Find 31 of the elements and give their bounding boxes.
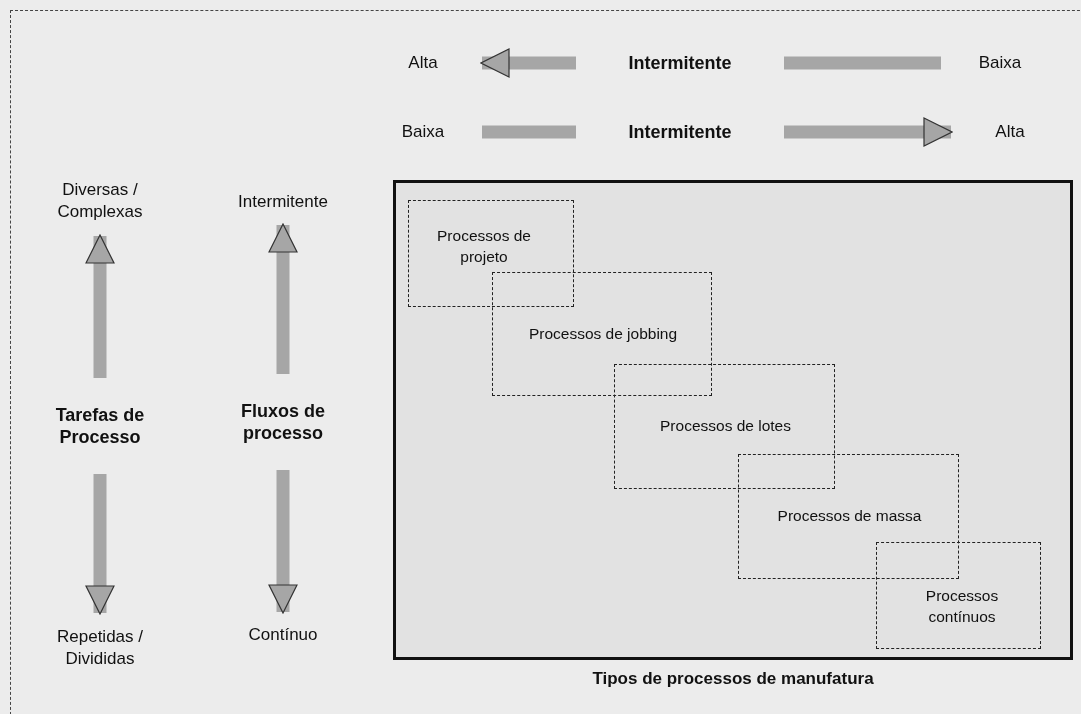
dashed-process-box <box>614 364 835 489</box>
block-arrow <box>268 223 298 374</box>
dashed-process-box <box>876 542 1041 649</box>
process-label: Processos de lotes <box>659 416 792 436</box>
scale-label: Diversas / Complexas <box>56 179 144 223</box>
scale-label: Baixa <box>978 52 1022 74</box>
dashed-process-box <box>492 272 712 396</box>
scale-label: Alta <box>995 121 1025 143</box>
axis-heading: Intermitente <box>628 52 732 74</box>
axis-heading: Tarefas de Processo <box>54 404 146 448</box>
scale-label: Contínuo <box>248 624 318 646</box>
scale-label: Baixa <box>401 121 445 143</box>
axis-heading: Intermitente <box>628 121 732 143</box>
process-label: Processos de massa <box>776 506 923 526</box>
scale-label: Repetidas / Divididas <box>56 626 144 670</box>
block-arrow <box>480 48 576 78</box>
scale-label: Intermitente <box>238 191 328 213</box>
process-label: Processos de jobbing <box>527 324 679 344</box>
block-arrow <box>85 474 115 615</box>
panel-heading: Tipos de processos de manufatura <box>591 668 875 690</box>
block-bar <box>784 56 941 70</box>
dashed-process-box <box>408 200 574 307</box>
block-arrow <box>784 117 953 147</box>
axis-heading: Fluxos de processo <box>240 400 326 444</box>
block-bar <box>482 125 576 139</box>
dashed-process-box <box>738 454 959 579</box>
block-arrow <box>85 234 115 378</box>
block-arrow <box>268 470 298 614</box>
process-label: Processos contínuos <box>924 586 1000 627</box>
scale-label: Alta <box>408 52 438 74</box>
process-label: Processos de projeto <box>436 226 532 267</box>
